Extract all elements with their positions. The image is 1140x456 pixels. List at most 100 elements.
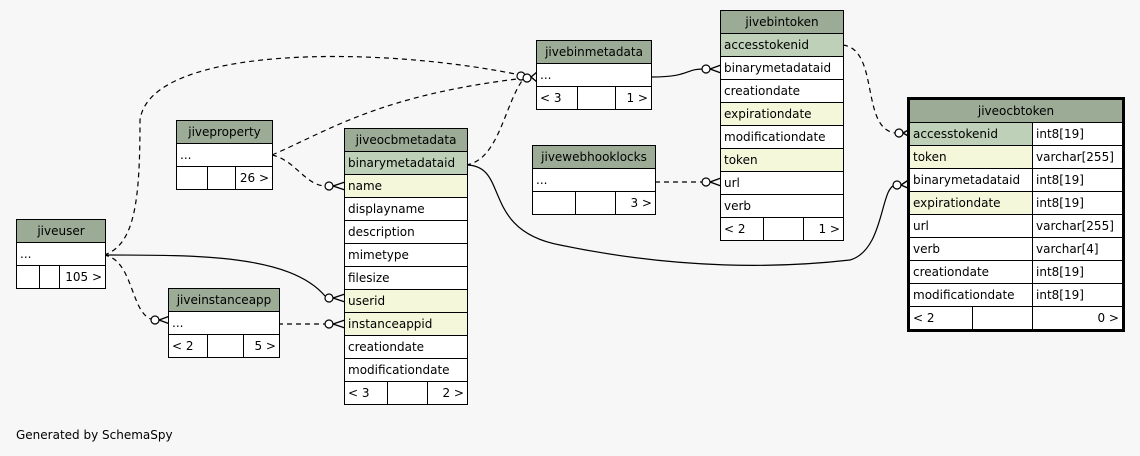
crowfoot-lines xyxy=(332,293,346,303)
column-description: description xyxy=(348,225,415,239)
crowfoot-circle xyxy=(150,315,160,325)
column-userid: userid xyxy=(345,290,467,312)
table-title: jivebinmetadata xyxy=(537,41,651,64)
table-jivebinmetadata[interactable]: jivebinmetadata ... < 3 1 > xyxy=(536,40,652,110)
column-mimetype: mimetype xyxy=(348,248,409,262)
parents-count xyxy=(533,192,575,214)
parents-count xyxy=(177,167,207,189)
column-displayname: displayname xyxy=(348,202,425,216)
column-type: int8[19] xyxy=(1032,123,1122,145)
rel-jiveproperty-name xyxy=(271,154,326,187)
table-jiveocbmetadata[interactable]: jiveocbmetadata binarymetadataid name di… xyxy=(344,128,468,405)
row-count: 3 > xyxy=(615,192,655,214)
column-type: int8[19] xyxy=(1032,192,1122,214)
column: ... xyxy=(180,148,192,162)
table-title: jiveocbmetadata xyxy=(345,129,467,152)
crowfoot-lines xyxy=(332,319,346,329)
rel-accesstokenid xyxy=(842,44,897,134)
crowfoot-lines xyxy=(332,181,346,191)
column: ... xyxy=(540,68,552,82)
row-count: 105 > xyxy=(59,266,105,288)
parents-count xyxy=(17,266,39,288)
row-count: 0 > xyxy=(1032,307,1122,329)
table-jiveocbtoken[interactable]: jiveocbtoken accesstokenid int8[19] toke… xyxy=(907,97,1125,332)
column-verb: verb xyxy=(724,199,752,213)
rel-jiveproperty-jivebinmetadata xyxy=(271,77,526,156)
rel-ocbmetadata-ocbtoken xyxy=(465,164,897,266)
parents-count: < 3 xyxy=(348,386,370,400)
rel-jivebinmetadata-jivebintoken xyxy=(650,68,704,78)
row-count: 2 > xyxy=(427,382,467,404)
parents-count: < 2 xyxy=(913,311,935,325)
column-filesize: filesize xyxy=(348,271,390,285)
crowfoot-circle xyxy=(894,128,904,138)
column-expirationdate: expirationdate xyxy=(910,192,1032,214)
column-type: int8[19] xyxy=(1032,284,1122,306)
column-name: name xyxy=(345,175,467,197)
column: ... xyxy=(536,173,548,187)
table-title: jivebintoken xyxy=(721,11,843,34)
table-jiveproperty[interactable]: jiveproperty ... 26 > xyxy=(176,120,273,190)
column-modificationdate: modificationdate xyxy=(724,130,826,144)
table-jivewebhooklocks[interactable]: jivewebhooklocks ... 3 > xyxy=(532,145,656,215)
column-token: token xyxy=(721,149,843,171)
rel-jiveuser-jiveinstanceapp xyxy=(103,254,156,321)
children-count xyxy=(972,307,1032,329)
rel-ocbmetadata-jivebinmetadata xyxy=(465,76,526,166)
column-creationdate: creationdate xyxy=(724,84,801,98)
column-modificationdate: modificationdate xyxy=(348,363,450,377)
column-type: int8[19] xyxy=(1032,261,1122,283)
column-type: varchar[4] xyxy=(1032,238,1122,260)
rel-jiveuser-jivebinmetadata xyxy=(103,55,526,256)
parents-count: < 3 xyxy=(540,91,562,105)
parents-count: < 2 xyxy=(172,339,194,353)
column-binarymetadataid: binarymetadataid xyxy=(913,173,1021,187)
children-count xyxy=(207,335,243,357)
children-count xyxy=(575,192,615,214)
row-count: 26 > xyxy=(235,167,272,189)
column-type: varchar[255] xyxy=(1032,215,1122,237)
column-modificationdate: modificationdate xyxy=(913,288,1015,302)
crowfoot-circle xyxy=(324,181,334,191)
children-count xyxy=(387,382,427,404)
column-creationdate: creationdate xyxy=(913,265,990,279)
column: ... xyxy=(172,316,184,330)
generated-by-label: Generated by SchemaSpy xyxy=(16,428,173,442)
column-url: url xyxy=(913,219,929,233)
column-binarymetadataid: binarymetadataid xyxy=(345,152,467,174)
table-jiveuser[interactable]: jiveuser ... 105 > xyxy=(16,219,106,289)
row-count: 1 > xyxy=(803,218,843,240)
crowfoot-circle xyxy=(324,293,334,303)
crowfoot-circle xyxy=(892,180,902,190)
rel-jiveuser-userid xyxy=(103,254,326,297)
column-accesstokenid: accesstokenid xyxy=(910,123,1032,145)
table-title: jiveinstanceapp xyxy=(169,289,279,312)
column-url: url xyxy=(724,176,740,190)
column: ... xyxy=(20,247,32,261)
children-count xyxy=(763,218,803,240)
children-count xyxy=(39,266,59,288)
column-instanceappid: instanceappid xyxy=(345,313,467,335)
table-jiveinstanceapp[interactable]: jiveinstanceapp ... < 2 5 > xyxy=(168,288,280,358)
crowfoot-lines xyxy=(709,64,722,74)
table-title: jiveuser xyxy=(17,220,105,243)
column-type: varchar[255] xyxy=(1032,146,1122,168)
table-title: jivewebhooklocks xyxy=(533,146,655,169)
table-jivebintoken[interactable]: jivebintoken accesstokenid binarymetadat… xyxy=(720,10,844,241)
column-binarymetadataid: binarymetadataid xyxy=(724,61,832,75)
crowfoot-circle xyxy=(701,177,711,187)
crowfoot-lines xyxy=(709,177,722,187)
column-creationdate: creationdate xyxy=(348,340,425,354)
crowfoot-circle xyxy=(701,64,711,74)
parents-count: < 2 xyxy=(724,222,746,236)
crowfoot-circle xyxy=(324,319,334,329)
column-verb: verb xyxy=(913,242,941,256)
children-count xyxy=(577,87,615,109)
children-count xyxy=(207,167,235,189)
table-title: jiveproperty xyxy=(177,121,272,144)
column-token: token xyxy=(910,146,1032,168)
column-type: int8[19] xyxy=(1032,169,1122,191)
column-accesstokenid: accesstokenid xyxy=(721,34,843,56)
table-title: jiveocbtoken xyxy=(910,100,1122,123)
